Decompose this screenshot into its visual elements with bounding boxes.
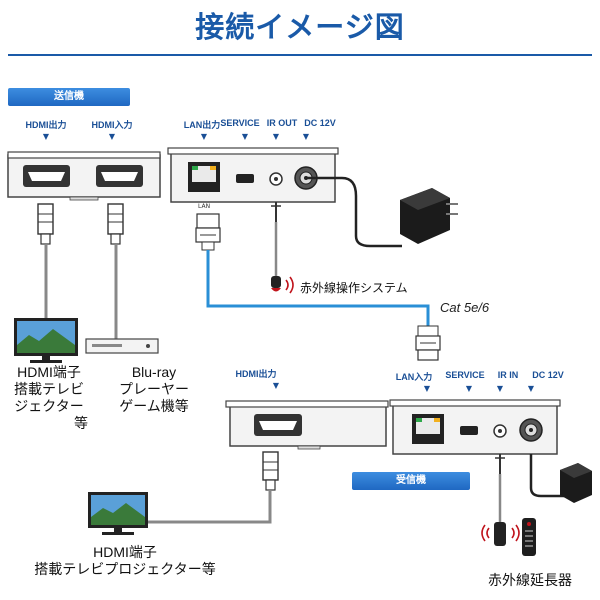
receiver-banner: 受信機 xyxy=(352,472,470,490)
caption-line: 等 xyxy=(74,415,88,431)
port-label-lan-out: LAN出力 xyxy=(183,120,221,130)
port-label-hdmi-in: HDMI入力 xyxy=(91,120,133,130)
arrow-down-icon: ▼ xyxy=(241,132,249,141)
arrow-down-icon: ▼ xyxy=(423,384,431,393)
caption-line: 搭載テレビプロジェクター等 xyxy=(34,561,216,577)
port-label-receiver-hdmi-out: HDMI出力 xyxy=(235,369,277,379)
caption-bluray: Blu-ray プレーヤー ゲーム機等 xyxy=(104,364,204,415)
arrow-down-icon: ▼ xyxy=(42,132,50,141)
hdmi-cables-source xyxy=(37,203,124,340)
ir-system-label: 赤外線操作システム xyxy=(300,281,408,295)
dc-adapter-transmitter xyxy=(306,176,458,248)
arrow-down-icon: ▼ xyxy=(272,132,280,141)
arrow-down-icon: ▼ xyxy=(302,132,310,141)
monitor-bottom xyxy=(88,492,148,535)
cat-cable xyxy=(206,250,430,326)
caption-bottom-display: HDMI端子 搭載テレビプロジェクター等 xyxy=(10,544,240,578)
lan-plug-receiver xyxy=(415,325,441,361)
port-label-ir-in: IR IN xyxy=(497,370,519,380)
caption-line: ジェクター xyxy=(14,398,84,414)
caption-line: 搭載テレビ xyxy=(14,381,84,397)
arrow-down-icon: ▼ xyxy=(465,384,473,393)
ir-extender-label: 赤外線延長器 xyxy=(488,572,572,588)
remote-control xyxy=(522,518,536,556)
caption-line: プレーヤー xyxy=(119,381,189,397)
arrow-down-icon: ▼ xyxy=(108,132,116,141)
arrow-down-icon: ▼ xyxy=(496,384,504,393)
monitor-left xyxy=(14,318,78,363)
transmitter-device xyxy=(167,147,339,203)
bluray-player xyxy=(85,338,159,354)
port-label-hdmi-out: HDMI出力 xyxy=(25,120,67,130)
page-title: 接続イメージ図 xyxy=(195,10,405,44)
arrow-down-icon: ▼ xyxy=(272,381,280,390)
title-underline xyxy=(8,54,592,56)
receiver-device xyxy=(389,399,561,455)
port-label-lan-in: LAN入力 xyxy=(395,372,433,382)
caption-line: HDMI端子 xyxy=(93,544,157,560)
ir-signal-icon xyxy=(285,276,520,542)
port-label-receiver-service: SERVICE xyxy=(445,370,485,380)
arrow-down-icon: ▼ xyxy=(527,384,535,393)
port-label-dc-12v: DC 12V xyxy=(304,118,336,128)
source-device xyxy=(7,151,161,201)
receiver-hdmi-box xyxy=(225,400,389,450)
arrow-down-icon: ▼ xyxy=(200,132,208,141)
dc-adapter-receiver xyxy=(529,454,592,503)
cable-label: Cat 5e/6 xyxy=(440,300,490,315)
caption-line: Blu-ray xyxy=(131,364,177,380)
ir-receiver-cable xyxy=(494,454,506,546)
transmitter-banner: 送信機 xyxy=(8,88,130,106)
lan-plug-transmitter xyxy=(195,213,221,251)
lan-small-label: LAN xyxy=(198,203,211,210)
port-label-ir-out: IR OUT xyxy=(266,118,298,128)
port-label-receiver-dc-12v: DC 12V xyxy=(532,370,564,380)
port-label-service: SERVICE xyxy=(220,118,260,128)
caption-line: ゲーム機等 xyxy=(119,398,189,414)
hdmi-cable-receiver xyxy=(148,451,279,524)
caption-left-display: HDMI端子 搭載テレビ ジェクター 等 xyxy=(4,364,94,432)
caption-line: HDMI端子 xyxy=(17,364,81,380)
ir-emitter-cable xyxy=(271,202,281,292)
